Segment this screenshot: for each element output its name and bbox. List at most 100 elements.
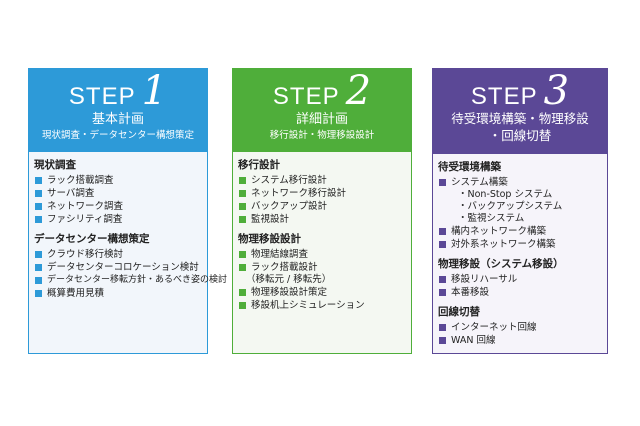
sub-list-item: ・バックアップシステム — [458, 201, 563, 212]
list-item: データセンターコロケーション検討 — [34, 261, 207, 274]
section-current-survey: 現状調査 ラック搭載調査 サーバ調査 ネットワーク調査 ファシリティ調査 — [29, 158, 207, 226]
section-title: 回線切替 — [438, 306, 480, 318]
list-item: 物理移設設計策定 — [238, 286, 411, 299]
section-title: 待受環境構築 — [438, 161, 501, 173]
bullet-square-icon — [35, 216, 42, 223]
list-item-text: 本番移設 — [451, 287, 490, 298]
bullet-square-icon — [239, 264, 246, 271]
bullet-square-icon — [239, 302, 246, 309]
list-item: 構内ネットワーク構築 — [438, 225, 607, 238]
section-title: 現状調査 — [34, 159, 76, 171]
section-physical-relocation: 物理移設（システム移設） 移設リハーサル 本番移設 — [433, 257, 607, 299]
bullet-square-icon — [439, 179, 446, 186]
bullet-square-icon — [35, 190, 42, 197]
bullet-square-icon — [439, 324, 446, 331]
bullet-square-icon — [239, 190, 246, 197]
step-2-subtitle: 移行設計・物理移設設計 — [269, 130, 375, 141]
list-item: システム移行設計 — [238, 174, 411, 187]
step-word: STEP — [470, 83, 538, 110]
section-line-switch: 回線切替 インターネット回線 WAN 回線 — [433, 305, 607, 347]
list-item-text: ネットワーク調査 — [47, 201, 124, 212]
list-item: クラウド移行検討 — [34, 248, 207, 261]
list-item-text: 物理結線調査 — [251, 249, 309, 260]
section-title: 物理移設（システム移設） — [438, 258, 564, 270]
list-item: 移設机上シミュレーション — [238, 299, 411, 312]
list-item: ネットワーク調査 — [34, 200, 207, 213]
bullet-square-icon — [35, 251, 42, 258]
list-item: サーバ調査 — [34, 187, 207, 200]
list-item: 移設リハーサル — [438, 273, 607, 286]
list-item: 対外系ネットワーク構築 — [438, 238, 607, 251]
section-title: データセンター構想策定 — [34, 233, 150, 245]
bullet-square-icon — [439, 289, 446, 296]
step-word: STEP — [68, 83, 136, 110]
list-item: ラック搭載設計 — [238, 261, 411, 274]
list-item-text: ラック搭載調査 — [47, 175, 114, 186]
list-item-text: インターネット回線 — [451, 322, 537, 333]
bullet-square-icon — [239, 177, 246, 184]
list-item-text: ネットワーク移行設計 — [251, 188, 347, 199]
bullet-square-icon — [35, 203, 42, 210]
list-item-text: 物理移設設計策定 — [251, 287, 328, 298]
step-2-title: 詳細計画 — [295, 112, 348, 127]
list-item: 監視設計 — [238, 213, 411, 226]
list-item-text: バックアップ設計 — [251, 201, 328, 212]
bullet-square-icon — [239, 203, 246, 210]
list-item: 本番移設 — [438, 286, 607, 299]
section-standby-env: 待受環境構築 システム構築 ・Non-Stop システム ・バックアップシステム… — [433, 160, 607, 251]
list-item: インターネット回線 — [438, 321, 607, 334]
list-item-text: ラック搭載設計 — [251, 262, 318, 273]
bullet-square-icon — [35, 290, 42, 297]
list-item: ネットワーク移行設計 — [238, 187, 411, 200]
step-1-title: 基本計画 — [91, 112, 144, 127]
step-word: STEP — [272, 83, 340, 110]
list-item-text: 移設リハーサル — [451, 274, 518, 285]
step-1-subtitle: 現状調査・データセンター構想策定 — [41, 130, 194, 141]
list-item: システム構築 — [438, 176, 607, 189]
bullet-square-icon — [35, 277, 42, 284]
list-item-text: クラウド移行検討 — [47, 249, 124, 260]
section-title: 物理移設設計 — [238, 233, 301, 245]
list-item: データセンター移転方針・あるべき姿の検討 — [34, 274, 227, 287]
sub-list-item: ・監視システム — [458, 213, 525, 224]
bullet-square-icon — [35, 264, 42, 271]
step-3-title-line-2: ・回線切替 — [488, 128, 552, 143]
step-1-body: 現状調査 ラック搭載調査 サーバ調査 ネットワーク調査 ファシリティ調査 データ… — [28, 152, 227, 354]
list-item-text: 移設机上シミュレーション — [251, 300, 365, 311]
step-3-title-line-1: 待受環境構築・物理移設 — [451, 111, 589, 126]
step-1-chevron-shape — [28, 68, 208, 154]
list-item: 物理結線調査 — [238, 248, 411, 261]
section-title: 移行設計 — [238, 159, 280, 171]
list-item-text: システム構築 — [451, 177, 508, 188]
step-2-body: 移行設計 システム移行設計 ネットワーク移行設計 バックアップ設計 監視設計 物… — [232, 152, 412, 354]
bullet-square-icon — [239, 216, 246, 223]
list-item: バックアップ設計 — [238, 200, 411, 213]
step-3-title: 待受環境構築・物理移設 ・回線切替 — [432, 110, 608, 144]
step-number: 1 — [141, 68, 168, 114]
list-item-text: システム移行設計 — [251, 175, 327, 186]
list-item: ファシリティ調査 — [34, 213, 207, 226]
section-physical-relocation-design: 物理移設設計 物理結線調査 ラック搭載設計 （移転元 / 移転先） 物理移設設計… — [233, 232, 411, 312]
list-item: WAN 回線 — [438, 334, 607, 347]
step-3-box-shape — [432, 68, 608, 154]
step-number: 3 — [543, 68, 570, 114]
list-item-text: WAN 回線 — [451, 335, 496, 346]
step-number: 2 — [345, 68, 372, 114]
list-item-text: 監視設計 — [251, 214, 290, 225]
list-item-text: サーバ調査 — [47, 188, 95, 199]
bullet-square-icon — [439, 241, 446, 248]
list-item-text: ファシリティ調査 — [47, 214, 123, 225]
list-item-text: データセンターコロケーション検討 — [47, 262, 199, 273]
list-item-text: 構内ネットワーク構築 — [451, 226, 547, 237]
list-item: ラック搭載調査 — [34, 174, 207, 187]
step-3-body: 待受環境構築 システム構築 ・Non-Stop システム ・バックアップシステム… — [432, 154, 608, 354]
sub-list-item: ・Non-Stop システム — [458, 189, 553, 200]
